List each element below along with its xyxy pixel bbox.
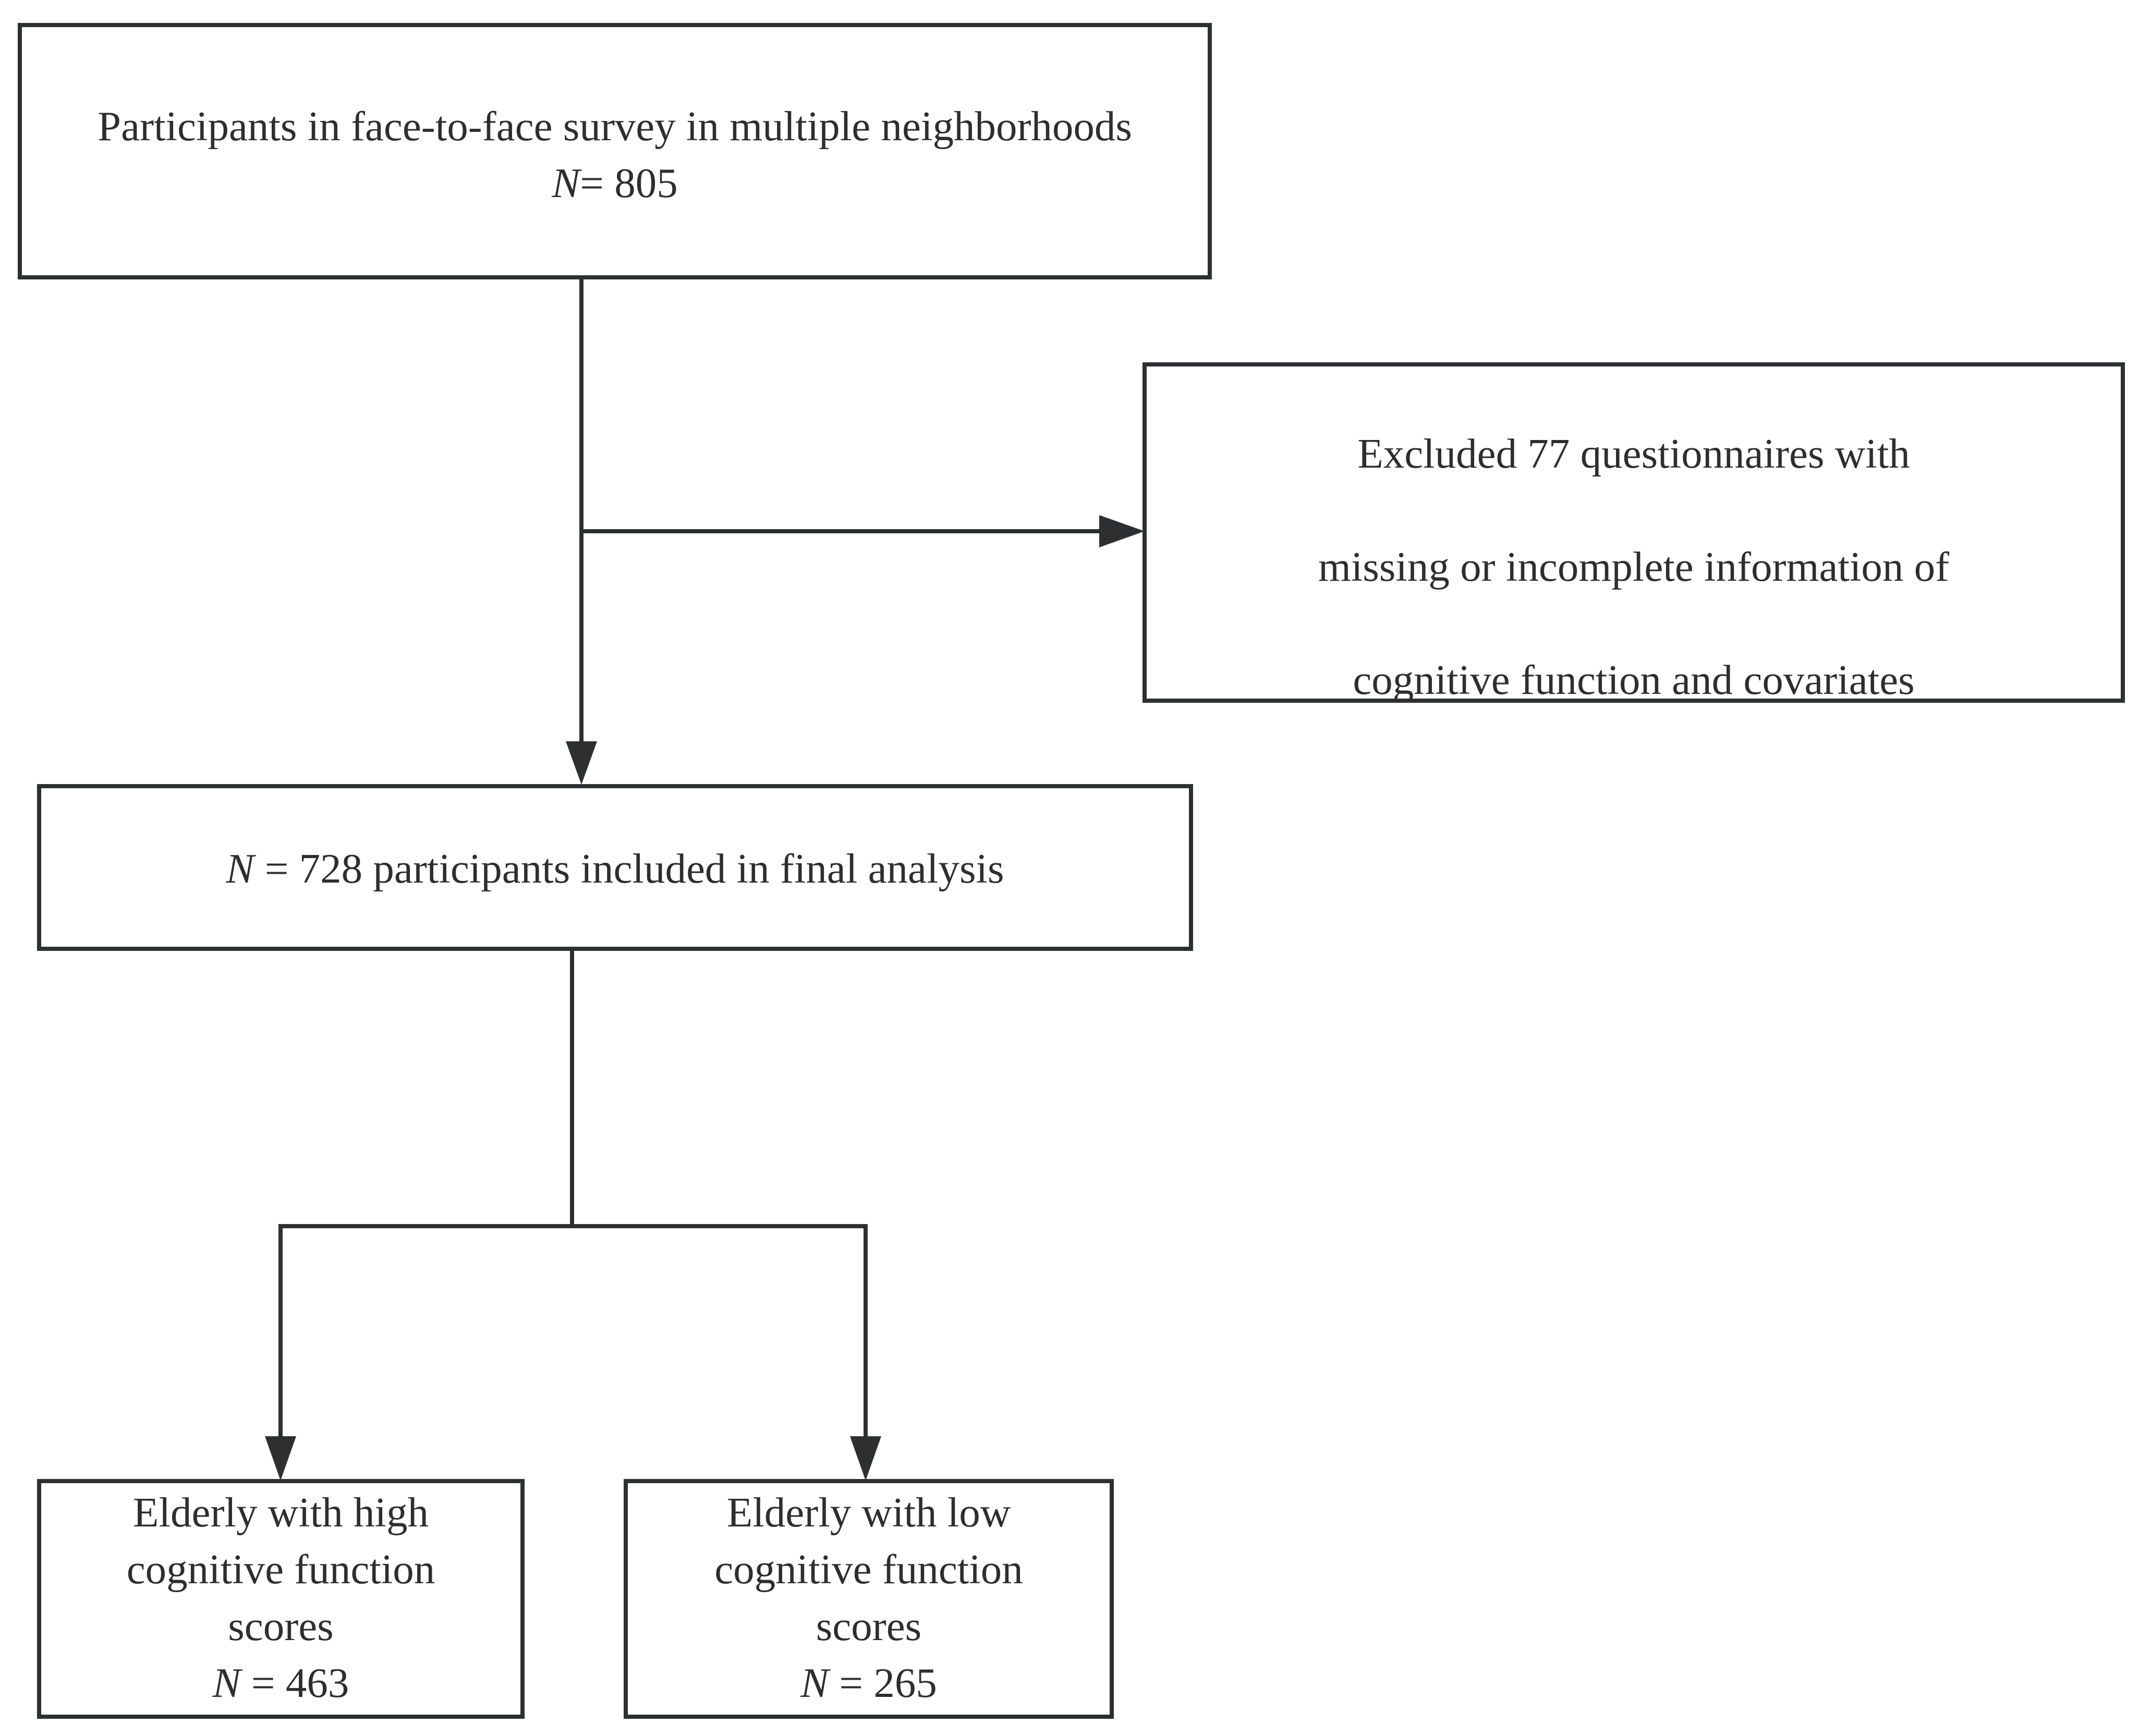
participants-text: Participants in face-to-face survey in m… — [22, 98, 1208, 212]
final-analysis-value: = 728 participants included in final ana… — [254, 845, 1004, 892]
final-analysis-label: N = 728 participants included in final a… — [41, 840, 1189, 897]
excluded-line-1: Excluded 77 questionnaires with — [1357, 430, 1910, 477]
low-cognitive-line-2: cognitive function — [714, 1546, 1023, 1593]
excluded-line-2: missing or incomplete information of — [1318, 543, 1950, 590]
n-symbol: N — [552, 160, 580, 206]
participants-label: Participants in face-to-face survey in m… — [98, 103, 1132, 150]
high-cognitive-line-2: cognitive function — [126, 1546, 435, 1593]
high-cognitive-count: N = 463 — [41, 1655, 520, 1711]
high-cognitive-count-value: = 463 — [240, 1659, 349, 1706]
participants-box: Participants in face-to-face survey in m… — [18, 23, 1212, 279]
low-cognitive-text: Elderly with low cognitive function scor… — [628, 1484, 1110, 1711]
high-cognitive-line-3: scores — [228, 1603, 334, 1649]
excluded-box: Excluded 77 questionnaires with missing … — [1143, 362, 2125, 703]
low-cognitive-line-1: Elderly with low — [726, 1489, 1011, 1536]
low-cognitive-count-value: = 265 — [829, 1659, 937, 1706]
participants-count: N= 805 — [22, 155, 1208, 212]
low-cognitive-box: Elderly with low cognitive function scor… — [624, 1479, 1114, 1719]
high-cognitive-box: Elderly with high cognitive function sco… — [37, 1479, 525, 1719]
participants-count-value: = 805 — [580, 160, 678, 206]
arrow-head-to-low — [850, 1436, 881, 1481]
arrow-head-to-high — [265, 1436, 296, 1481]
excluded-line-3: cognitive function and covariates — [1353, 656, 1915, 703]
final-analysis-box: N = 728 participants included in final a… — [37, 784, 1193, 951]
final-analysis-text: N = 728 participants included in final a… — [41, 840, 1189, 897]
high-cognitive-text: Elderly with high cognitive function sco… — [41, 1484, 520, 1711]
low-cognitive-line-3: scores — [816, 1603, 922, 1649]
arrow-head-to-excluded — [1099, 515, 1145, 547]
n-symbol: N — [226, 845, 254, 892]
arrow-head-to-final — [566, 741, 597, 785]
high-cognitive-line-1: Elderly with high — [133, 1489, 429, 1536]
n-symbol: N — [212, 1659, 241, 1706]
n-symbol: N — [800, 1659, 829, 1706]
low-cognitive-count: N = 265 — [628, 1655, 1110, 1711]
excluded-text: Excluded 77 questionnaires with missing … — [1147, 397, 2121, 737]
